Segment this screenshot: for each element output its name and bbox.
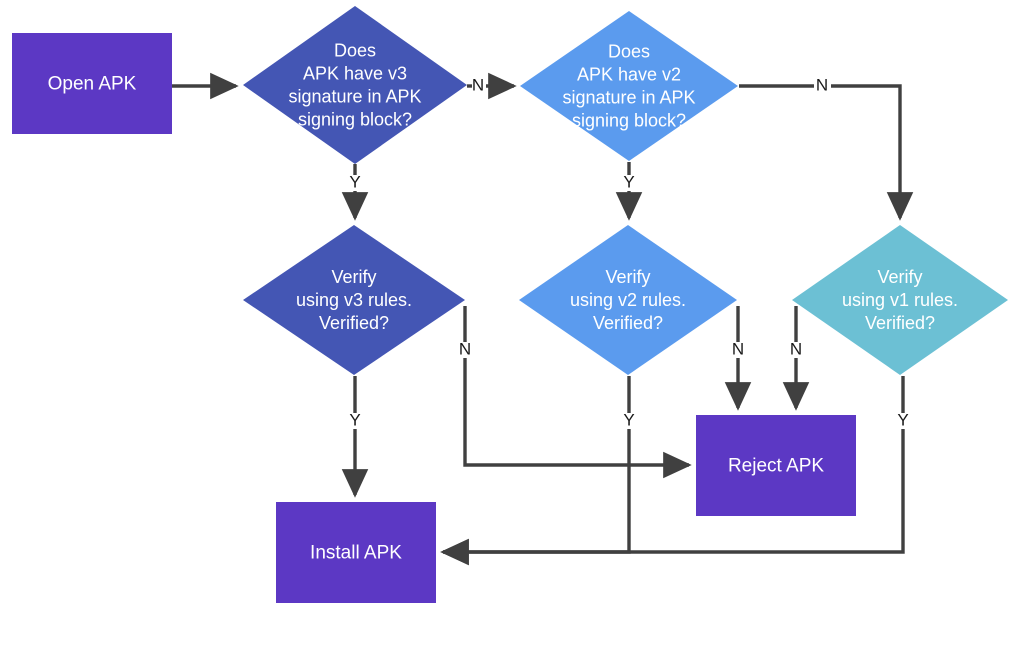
node-label-verify-v3-line-2: Verified?	[319, 313, 389, 333]
node-verify-v2[interactable]: Verify using v2 rules. Verified?	[519, 225, 737, 375]
node-shape-diamond	[243, 225, 465, 375]
edge-label-verifyv1-y-to-install: Y	[897, 410, 908, 429]
edge-label-hasv3-y-to-verifyv3: Y	[349, 172, 360, 191]
node-label-has-v2-line-3: signing block?	[572, 111, 686, 131]
node-label-verify-v2-line-1: using v2 rules.	[570, 290, 686, 310]
node-install-apk[interactable]: Install APK	[276, 502, 436, 603]
node-open-apk[interactable]: Open APK	[12, 33, 172, 134]
node-label-verify-v1-line-2: Verified?	[865, 313, 935, 333]
node-label-has-v3-line-2: signature in APK	[288, 87, 421, 107]
edge-label-hasv2-n-to-verifyv1: N	[816, 75, 828, 94]
node-shape-rect	[12, 33, 172, 134]
node-label-has-v3-line-1: APK have v3	[303, 64, 407, 84]
edge-label-verifyv2-y-to-install: Y	[623, 410, 634, 429]
node-label-verify-v3-line-1: using v3 rules.	[296, 290, 412, 310]
edge-verifyv1-y-to-install	[440, 429, 905, 566]
edge-hasv2-n-to-verifyv1	[831, 84, 914, 221]
node-label-verify-v1-line-1: using v1 rules.	[842, 290, 958, 310]
node-verify-v1[interactable]: Verify using v1 rules. Verified?	[792, 225, 1008, 375]
node-shape-diamond	[792, 225, 1008, 375]
edge-label-hasv3-n-to-hasv2: N	[472, 75, 484, 94]
node-reject-apk[interactable]: Reject APK	[696, 415, 856, 516]
edge-label-verifyv2-n-to-reject: N	[732, 339, 744, 358]
edge-label-verifyv1-n-to-reject: N	[790, 339, 802, 358]
node-shape-diamond	[520, 11, 738, 161]
node-label-verify-v1-line-0: Verify	[877, 267, 922, 287]
node-verify-v3[interactable]: Verify using v3 rules. Verified?	[243, 225, 465, 375]
node-label-has-v3-line-3: signing block?	[298, 110, 412, 130]
node-shape-rect	[696, 415, 856, 516]
edge-label-verifyv3-n-to-reject: N	[459, 339, 471, 358]
edge-label-verifyv3-y-to-install: Y	[349, 410, 360, 429]
node-label-verify-v3-line-0: Verify	[331, 267, 376, 287]
edges-layer	[172, 72, 914, 566]
edge-verifyv2-y-to-install	[440, 429, 631, 566]
node-label-verify-v2-line-0: Verify	[605, 267, 650, 287]
node-label-install-apk: Install APK	[310, 543, 402, 564]
node-shape-diamond	[243, 6, 467, 164]
node-label-open-apk: Open APK	[48, 74, 137, 95]
node-shape-rect	[276, 502, 436, 603]
node-label-has-v2-line-1: APK have v2	[577, 65, 681, 85]
edge-label-hasv2-y-to-verifyv2: Y	[623, 172, 634, 191]
node-label-reject-apk: Reject APK	[728, 456, 824, 477]
node-shape-diamond	[519, 225, 737, 375]
node-label-has-v2-line-0: Does	[608, 42, 650, 62]
node-label-has-v2-line-2: signature in APK	[562, 88, 695, 108]
edge-verifyv3-n-to-reject	[463, 358, 692, 479]
node-label-has-v3-line-0: Does	[334, 41, 376, 61]
edge-labels-layer: N Y N Y Y N N N Y Y	[349, 75, 908, 429]
node-label-verify-v2-line-2: Verified?	[593, 313, 663, 333]
